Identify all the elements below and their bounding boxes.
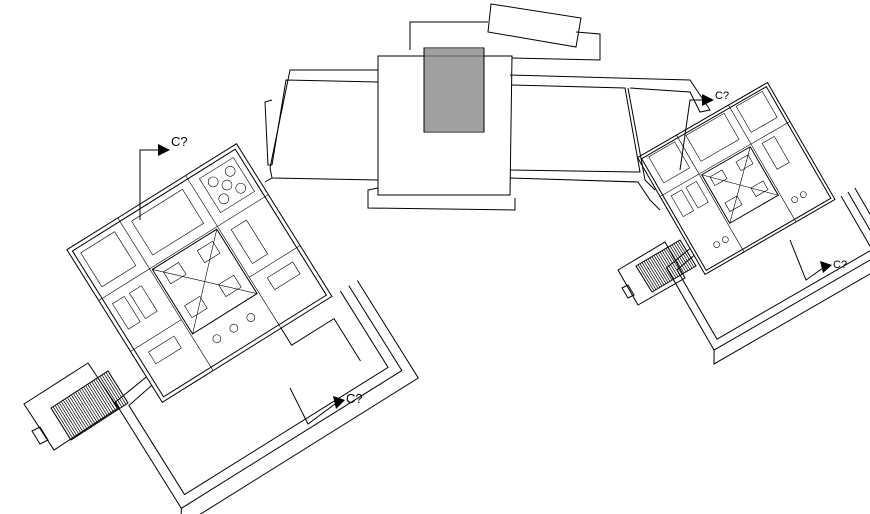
stair-tread-line: [60, 401, 82, 434]
stair-tread-line: [101, 374, 123, 408]
stair-tread-line: [679, 239, 697, 267]
stair-tread-line: [93, 380, 115, 413]
stair-tread-line: [667, 246, 685, 274]
stair-tread-line: [99, 376, 121, 409]
stair-tread-line: [657, 252, 675, 280]
stair-tread-line: [54, 405, 76, 438]
stair-tread-line: [89, 382, 110, 416]
stair-tread-line: [69, 395, 90, 429]
section-label: C?: [346, 391, 363, 406]
stair-tread-line: [50, 407, 72, 441]
stair-tread-line: [64, 398, 86, 431]
stair-tread-line: [83, 386, 104, 420]
central-building: [264, 3, 711, 211]
stair-tread-line: [56, 403, 78, 437]
stair-tread-line: [641, 262, 659, 289]
stair-tread-line: [77, 390, 98, 424]
section-label: C?: [715, 90, 729, 102]
stair-tread-line: [75, 391, 96, 425]
stair-tread-line: [97, 377, 119, 410]
section-marker-right-top: C?: [679, 90, 729, 171]
left-stair: [23, 362, 129, 451]
central-stair-hatch: [424, 47, 484, 133]
stair-tread-line: [655, 253, 673, 281]
stair-tread-line: [107, 370, 129, 404]
stair-tread-line: [663, 249, 681, 276]
stair-tread-line: [71, 394, 92, 427]
stair-tread-line: [651, 256, 669, 283]
section-label: C?: [833, 259, 847, 271]
stair-tread-line: [645, 259, 663, 287]
stair-tread-line: [669, 245, 687, 273]
stair-tread-line: [677, 240, 695, 268]
stair-tread-line: [673, 243, 691, 270]
stair-tread-line: [79, 389, 100, 422]
stair-tread-line: [649, 257, 667, 284]
stair-tread-line: [675, 242, 693, 269]
stair-tread-line: [643, 261, 661, 288]
stair-tread-line: [73, 393, 94, 426]
section-label: C?: [171, 134, 188, 149]
section-marker-left-bottom: C?: [289, 387, 363, 425]
stair-tread-line: [95, 378, 117, 412]
left-building: [66, 143, 419, 514]
stair-tread-line: [87, 384, 108, 417]
stair-tread-line: [52, 406, 74, 439]
stair-tread-line: [647, 258, 665, 286]
section-marker-right-bottom: C?: [789, 239, 847, 281]
left-stair-hatch: [50, 370, 129, 441]
stair-tread-line: [653, 255, 671, 282]
stair-tread-line: [665, 248, 683, 275]
right-building: [636, 81, 870, 365]
stair-tread-line: [637, 264, 655, 292]
section-marker-left-top: C?: [139, 134, 188, 220]
stair-tread-line: [66, 397, 88, 430]
stair-tread-line: [58, 402, 80, 435]
stair-tread-line: [85, 385, 106, 418]
stair-tread-line: [635, 265, 653, 293]
right-stair: [617, 239, 697, 306]
stair-tread-line: [91, 381, 113, 414]
stair-tread-line: [661, 250, 679, 277]
right-stair-hatch: [635, 239, 697, 293]
stair-tread-line: [103, 373, 125, 406]
stair-tread-line: [105, 372, 127, 405]
stair-tread-line: [62, 399, 84, 433]
stair-tread-line: [81, 387, 102, 421]
stair-tread-line: [659, 251, 677, 279]
stair-tread-line: [639, 263, 657, 290]
stair-tread-line: [671, 244, 689, 271]
